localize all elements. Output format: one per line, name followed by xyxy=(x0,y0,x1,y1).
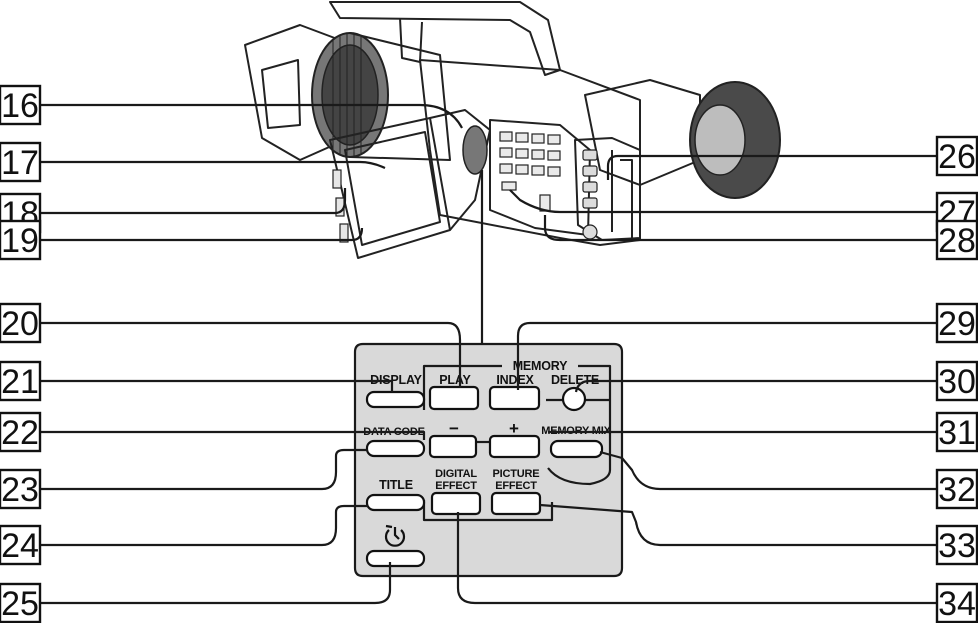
callout-28: 28 xyxy=(935,219,978,261)
play-button[interactable] xyxy=(428,385,480,411)
title-button[interactable] xyxy=(365,493,426,512)
svg-text:26: 26 xyxy=(938,138,976,176)
callout-31: 31 xyxy=(935,411,978,453)
svg-text:21: 21 xyxy=(1,363,39,401)
callout-24: 24 xyxy=(0,524,42,566)
picture-effect-label-2: EFFECT xyxy=(495,480,537,492)
display-button[interactable] xyxy=(365,390,426,409)
svg-text:31: 31 xyxy=(938,414,976,452)
self-timer-icon xyxy=(384,524,406,547)
svg-text:16: 16 xyxy=(1,87,39,125)
display-label: DISPLAY xyxy=(370,373,422,387)
digital-effect-button[interactable] xyxy=(430,491,482,516)
callout-20: 20 xyxy=(0,302,42,344)
speaker xyxy=(462,125,488,175)
callout-17: 17 xyxy=(0,141,42,183)
svg-text:20: 20 xyxy=(1,305,39,343)
svg-text:24: 24 xyxy=(1,527,39,565)
callout-34: 34 xyxy=(935,582,978,623)
camera-body xyxy=(419,59,641,246)
svg-text:22: 22 xyxy=(1,414,39,452)
camcorder-illustration xyxy=(244,1,781,259)
callout-26: 26 xyxy=(935,135,978,177)
play-label: PLAY xyxy=(439,373,471,387)
digital-effect-label-2: EFFECT xyxy=(435,480,477,492)
callout-23: 23 xyxy=(0,468,42,510)
digital-effect-label-1: DIGITAL xyxy=(435,468,477,480)
leader-lines xyxy=(30,103,938,605)
svg-text:33: 33 xyxy=(938,527,976,565)
callout-boxes: 16 17 18 19 20 21 22 23 xyxy=(0,84,978,623)
camera-handle xyxy=(329,1,561,76)
callout-21: 21 xyxy=(0,360,42,402)
svg-text:17: 17 xyxy=(1,144,39,182)
index-button[interactable] xyxy=(488,385,541,411)
callout-22: 22 xyxy=(0,411,42,453)
minus-label: − xyxy=(449,419,459,438)
callout-16: 16 xyxy=(0,84,42,126)
title-label: TITLE xyxy=(379,478,413,492)
memory-label: MEMORY xyxy=(513,359,568,373)
minus-button[interactable] xyxy=(428,434,478,459)
index-label: INDEX xyxy=(496,373,534,387)
delete-label: DELETE xyxy=(551,373,599,387)
svg-text:23: 23 xyxy=(1,471,39,509)
svg-text:32: 32 xyxy=(938,471,976,509)
control-panel: MEMORY DISPLAY PLAY INDEX DELETE DATA CO… xyxy=(353,342,624,578)
callout-33: 33 xyxy=(935,524,978,566)
svg-text:19: 19 xyxy=(1,222,39,260)
svg-text:34: 34 xyxy=(938,585,976,623)
plus-button[interactable] xyxy=(488,434,541,459)
viewfinder xyxy=(584,79,701,186)
callout-29: 29 xyxy=(935,302,978,344)
data-code-button[interactable] xyxy=(365,439,426,458)
self-timer-button[interactable] xyxy=(365,549,426,568)
picture-effect-label-1: PICTURE xyxy=(493,468,540,480)
delete-button[interactable] xyxy=(561,386,587,412)
callout-25: 25 xyxy=(0,582,42,623)
svg-text:29: 29 xyxy=(938,305,976,343)
callout-19: 19 xyxy=(0,219,42,261)
svg-text:25: 25 xyxy=(1,585,39,623)
svg-text:28: 28 xyxy=(938,222,976,260)
memory-mix-button[interactable] xyxy=(549,439,604,459)
plus-label: + xyxy=(509,419,519,438)
svg-text:30: 30 xyxy=(938,363,976,401)
picture-effect-button[interactable] xyxy=(490,491,542,516)
callout-30: 30 xyxy=(935,360,978,402)
callout-32: 32 xyxy=(935,468,978,510)
